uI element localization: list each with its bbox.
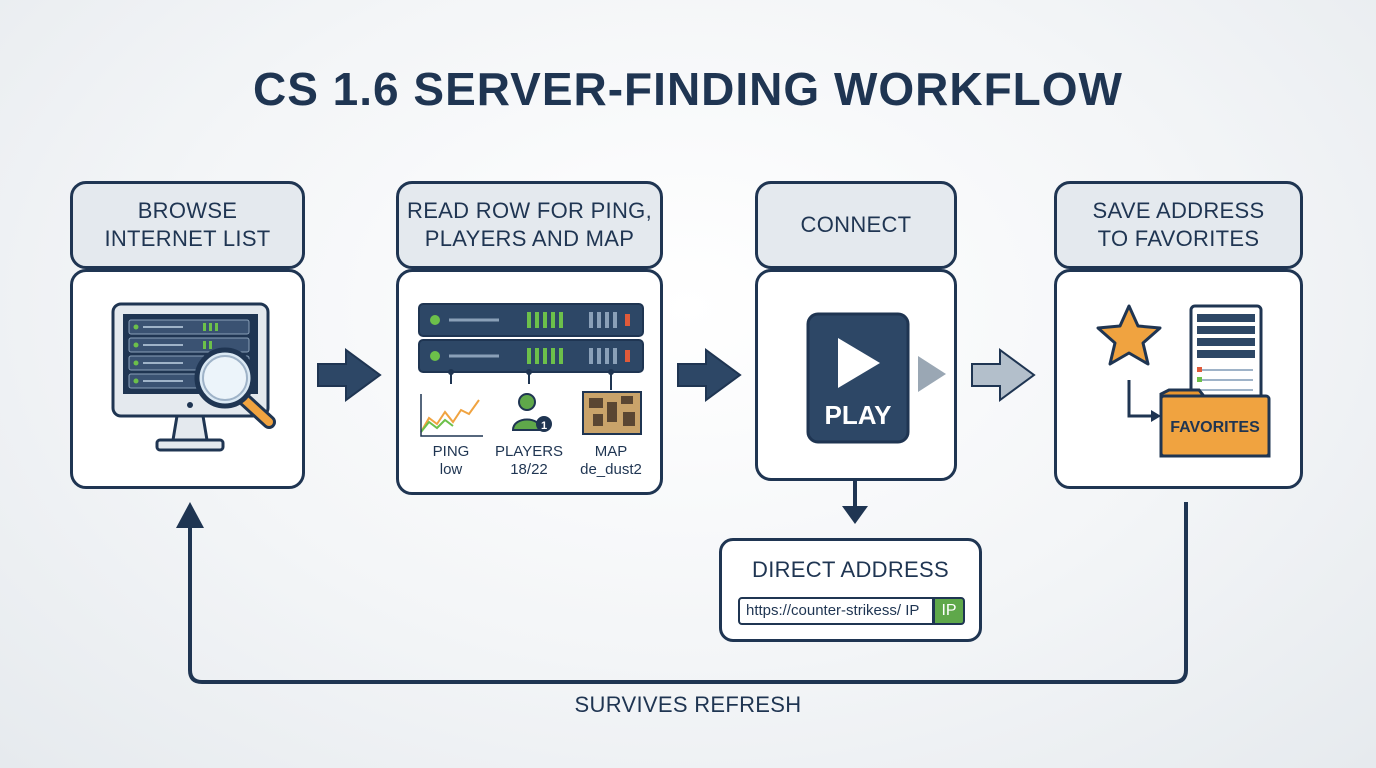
arrow-right-icon-3 bbox=[971, 348, 1036, 402]
favorites-graphic: FAVORITES bbox=[1096, 304, 1271, 458]
step-browse-line2: INTERNET LIST bbox=[104, 226, 271, 251]
connect-graphic: PLAY bbox=[806, 312, 946, 444]
map-value: de_dust2 bbox=[580, 461, 642, 478]
address-input[interactable]: https://counter-strikess/ IP bbox=[738, 597, 934, 625]
refresh-loop-arrow bbox=[176, 502, 1188, 684]
step-read-panel: 1 PING low PLAYERS 18/22 MAP de_dust2 bbox=[396, 269, 663, 495]
monitor-search-icon bbox=[111, 302, 276, 452]
step-read-header: READ ROW FOR PING, PLAYERS AND MAP bbox=[396, 181, 663, 269]
arrow-down-icon bbox=[842, 481, 868, 524]
ping-label: PING bbox=[433, 443, 470, 460]
players-value: 18/22 bbox=[510, 461, 548, 478]
step-browse-header: BROWSE INTERNET LIST bbox=[70, 181, 305, 269]
step-browse-line1: BROWSE bbox=[137, 198, 238, 223]
ip-badge: IP bbox=[933, 597, 965, 625]
step-save-line2: TO FAVORITES bbox=[1097, 226, 1260, 251]
players-label: PLAYERS bbox=[495, 443, 563, 460]
ping-value: low bbox=[440, 461, 463, 478]
step-connect-panel: PLAY bbox=[755, 269, 957, 481]
step-browse-panel bbox=[70, 269, 305, 489]
step-read-line2: PLAYERS AND MAP bbox=[424, 226, 635, 251]
favorites-folder-label: FAVORITES bbox=[1170, 419, 1260, 436]
players-badge: 1 bbox=[541, 420, 547, 432]
server-row-detail-graphic: 1 PING low PLAYERS 18/22 MAP de_dust2 bbox=[418, 303, 644, 478]
step-save-header: SAVE ADDRESS TO FAVORITES bbox=[1054, 181, 1303, 269]
step-connect-header: CONNECT bbox=[755, 181, 957, 269]
step-read-line1: READ ROW FOR PING, bbox=[407, 198, 652, 223]
step-save-line1: SAVE ADDRESS bbox=[1092, 198, 1265, 223]
arrow-right-icon-1 bbox=[317, 348, 382, 402]
direct-address-box: DIRECT ADDRESS https://counter-strikess/… bbox=[719, 538, 982, 642]
arrow-right-icon-2 bbox=[677, 348, 742, 402]
map-label: MAP bbox=[595, 443, 628, 460]
step-save-panel: FAVORITES bbox=[1054, 269, 1303, 489]
page-title: CS 1.6 SERVER-FINDING WORKFLOW bbox=[253, 63, 1123, 115]
step-connect-line1: CONNECT bbox=[800, 212, 912, 237]
play-label: PLAY bbox=[825, 400, 892, 430]
loop-label: SURVIVES REFRESH bbox=[574, 692, 802, 717]
direct-address-title: DIRECT ADDRESS bbox=[752, 557, 949, 582]
star-icon bbox=[1096, 304, 1162, 366]
